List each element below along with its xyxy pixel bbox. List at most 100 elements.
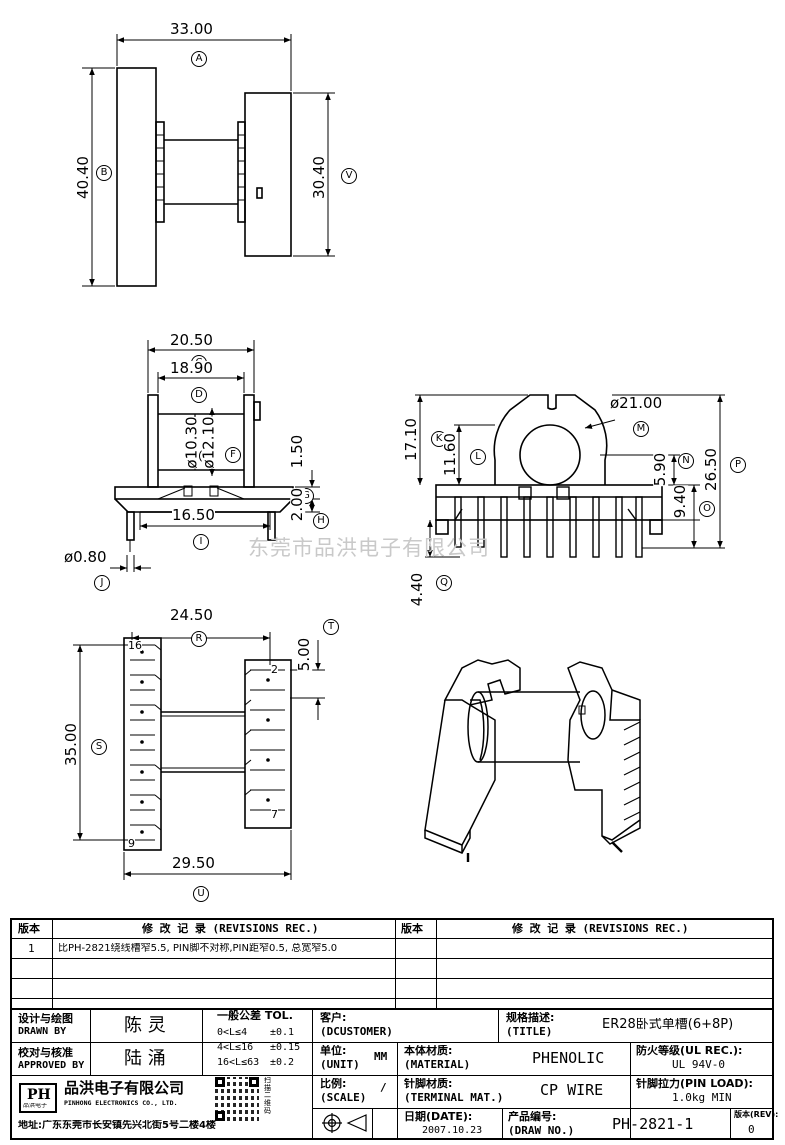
dim-flange-thickness: 2.00: [288, 487, 307, 522]
terminal-label-en: (TERMINAL MAT.): [404, 1092, 504, 1104]
pin-label-2: 2: [271, 663, 278, 676]
customer-label-cn: 客户:: [320, 1012, 347, 1024]
rev-value: 0: [748, 1124, 755, 1136]
dim-front-inner-width: 18.90: [170, 359, 213, 377]
pin-load-label: 针脚拉力(PIN LOAD):: [636, 1078, 753, 1090]
logo-text: PH: [27, 1087, 51, 1103]
date-label: 日期(DATE):: [404, 1111, 473, 1123]
dim-tag-front-inner-width: D: [191, 387, 207, 403]
dim-core-diameter-2: ø12.10: [199, 416, 218, 469]
dim-side-height-1: 17.10: [401, 418, 420, 461]
customer-label-en: (DCUSTOMER): [320, 1026, 393, 1038]
company-address: 地址:广东东莞市长安镇先兴北街5号二楼4楼: [18, 1120, 216, 1131]
unit-label-cn: 单位:: [320, 1045, 347, 1057]
drawn-by-label-en: DRAWN BY: [18, 1026, 67, 1037]
technical-drawing: [73, 34, 725, 880]
dim-flange-step: 1.50: [288, 434, 307, 469]
dim-side-height-2: 11.60: [440, 433, 459, 476]
approved-label-en: APPROVED BY: [18, 1060, 85, 1071]
title-value: ER28卧式单槽(6+8P): [602, 1018, 734, 1032]
ul-value: UL 94V-0: [672, 1059, 725, 1071]
dim-pin-diameter: ø0.80: [64, 548, 107, 566]
tol-range-0: 0<L≤4: [217, 1027, 248, 1038]
title-label-en: (TITLE): [506, 1026, 553, 1038]
tol-value-1: ±0.15: [270, 1042, 301, 1053]
drawn-by: 陈 灵: [124, 1016, 166, 1036]
dim-tag-base-height: O: [699, 501, 715, 517]
dim-tag-top-left-height: B: [96, 165, 112, 181]
dim-pin-length: 4.40: [408, 572, 427, 607]
dim-tag-core-diameter-2: F: [225, 447, 241, 463]
tol-title: 一般公差 TOL.: [217, 1010, 293, 1022]
dim-bottom-width: 29.50: [172, 854, 215, 872]
dim-top-left-height: 40.40: [73, 156, 92, 199]
unit-label-en: (UNIT): [320, 1059, 360, 1071]
pin-label-9: 9: [128, 837, 135, 850]
isometric-view: [424, 659, 641, 862]
approved-label-cn: 校对与核准: [18, 1047, 73, 1059]
dim-tag-flange-thickness: H: [313, 513, 329, 529]
dim-tag-pin-row-width: I: [193, 534, 209, 550]
pin-load-value: 1.0kg MIN: [672, 1092, 732, 1104]
logo-sub: 品洪电子: [23, 1103, 48, 1109]
rev-col-record: 修 改 记 录 (REVISIONS REC.): [142, 923, 319, 935]
rev-row1-text: 比PH-2821绕线槽窄5.5, PIN脚不对称,PIN距窄0.5, 总宽窄5.…: [58, 943, 338, 954]
dim-tag-side-offset: N: [678, 453, 694, 469]
qr-caption: 扫描二维码: [264, 1077, 271, 1115]
bottom-view: [73, 632, 325, 880]
drawn-by-label-cn: 设计与绘图: [18, 1013, 73, 1025]
title-label-cn: 规格描述:: [506, 1012, 555, 1024]
date-value: 2007.10.23: [422, 1125, 483, 1136]
dim-core-diameter-1: ø10.30: [182, 416, 201, 469]
projection-symbol: [322, 1113, 368, 1137]
dim-tag-bottom-length: S: [91, 739, 107, 755]
terminal-value: CP WIRE: [540, 1082, 604, 1099]
rev-row1-version: 1: [28, 943, 35, 955]
material-label-en: (MATERIAL): [404, 1059, 471, 1071]
dim-front-outer-width: 20.50: [170, 331, 213, 349]
company-name-cn: 品洪电子有限公司: [64, 1080, 185, 1097]
dim-tag-outer-diameter: M: [633, 421, 649, 437]
pin-label-7: 7: [271, 808, 278, 821]
dim-tag-pin-pitch: T: [323, 619, 339, 635]
dim-tag-bottom-pin-span: R: [191, 631, 207, 647]
dim-top-width: 33.00: [170, 20, 213, 38]
rev-col-version-2: 版本: [401, 923, 423, 935]
dim-side-offset: 5.90: [651, 452, 670, 487]
dim-tag-bottom-width: U: [193, 886, 209, 902]
dim-tag-top-width: A: [191, 51, 207, 67]
company-logo: PH 品洪电子: [19, 1083, 57, 1113]
scale-label-en: (SCALE): [320, 1092, 367, 1104]
dim-base-height: 9.40: [671, 484, 690, 519]
dim-pin-row-width: 16.50: [172, 506, 215, 524]
terminal-label-cn: 针脚材质:: [404, 1078, 453, 1090]
rev-col-version: 版本: [18, 923, 40, 935]
rev-label: 版本(REV):: [734, 1110, 779, 1119]
dim-tag-side-height-2: L: [470, 449, 486, 465]
tol-range-2: 16<L≤63: [217, 1057, 260, 1068]
draw-no-value: PH-2821-1: [612, 1116, 694, 1133]
unit-value: MM: [374, 1051, 388, 1063]
dim-tag-pin-diameter: J: [94, 575, 110, 591]
tol-range-1: 4<L≤16: [217, 1042, 254, 1053]
ul-label: 防火等级(UL REC.):: [636, 1045, 743, 1057]
dim-bottom-length: 35.00: [61, 723, 80, 766]
scale-label-cn: 比例:: [320, 1078, 347, 1090]
dim-top-right-height: 30.40: [309, 156, 328, 199]
dim-outer-diameter: ø21.00: [610, 394, 663, 412]
dim-tag-pin-length: Q: [436, 575, 452, 591]
material-value: PHENOLIC: [532, 1050, 605, 1067]
tol-value-2: ±0.2: [270, 1057, 295, 1068]
front-view: [110, 340, 320, 572]
approved-by: 陆 涌: [124, 1049, 166, 1069]
dim-tag-top-right-height: V: [341, 168, 357, 184]
dim-total-height: 26.50: [701, 448, 720, 491]
title-block: 版本 修 改 记 录 (REVISIONS REC.) 版本 修 改 记 录 (…: [10, 918, 778, 1140]
company-name-en: PINHONG ELECTRONICS CO., LTD.: [64, 1100, 178, 1107]
side-view: [415, 394, 725, 558]
pin-label-16: 16: [128, 639, 142, 652]
scale-value: /: [380, 1082, 387, 1094]
dim-tag-total-height: P: [730, 457, 746, 473]
top-view: [82, 34, 335, 287]
material-label-cn: 本体材质:: [404, 1045, 453, 1057]
